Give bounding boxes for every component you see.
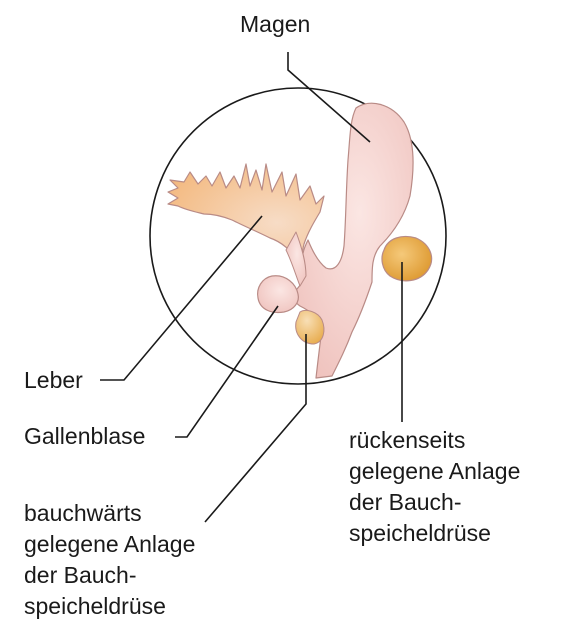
label-leber: Leber [24, 367, 83, 393]
label-magen: Magen [240, 11, 311, 37]
label-line: rückenseits [349, 427, 466, 453]
leader-line-leber [100, 215, 263, 381]
label-line: der Bauch- [24, 562, 137, 588]
label-gallenblase: Gallenblase [24, 423, 146, 449]
label-rueckenseits-anlage: rückenseits gelegene Anlage der Bauch- s… [349, 425, 520, 549]
hepatic-duct [285, 231, 307, 287]
label-line: speicheldrüse [349, 520, 491, 546]
dorsal-pancreas-bud [381, 235, 433, 282]
label-line: der Bauch- [349, 489, 462, 515]
label-line: gelegene Anlage [349, 458, 521, 484]
label-line: bauchwärts [24, 500, 142, 526]
label-bauchwaerts-anlage: bauchwärts gelegene Anlage der Bauch- sp… [24, 498, 195, 622]
gallbladder-bud [257, 275, 299, 314]
liver-shape [167, 163, 325, 263]
label-line: speicheldrüse [24, 593, 166, 619]
leader-line-magen [287, 52, 371, 143]
ventral-pancreas-bud [295, 309, 325, 345]
leader-line-gallenblase [175, 305, 279, 438]
leader-line-bauchwaerts [204, 334, 307, 523]
view-circle [149, 87, 447, 385]
label-line: gelegene Anlage [24, 531, 196, 557]
